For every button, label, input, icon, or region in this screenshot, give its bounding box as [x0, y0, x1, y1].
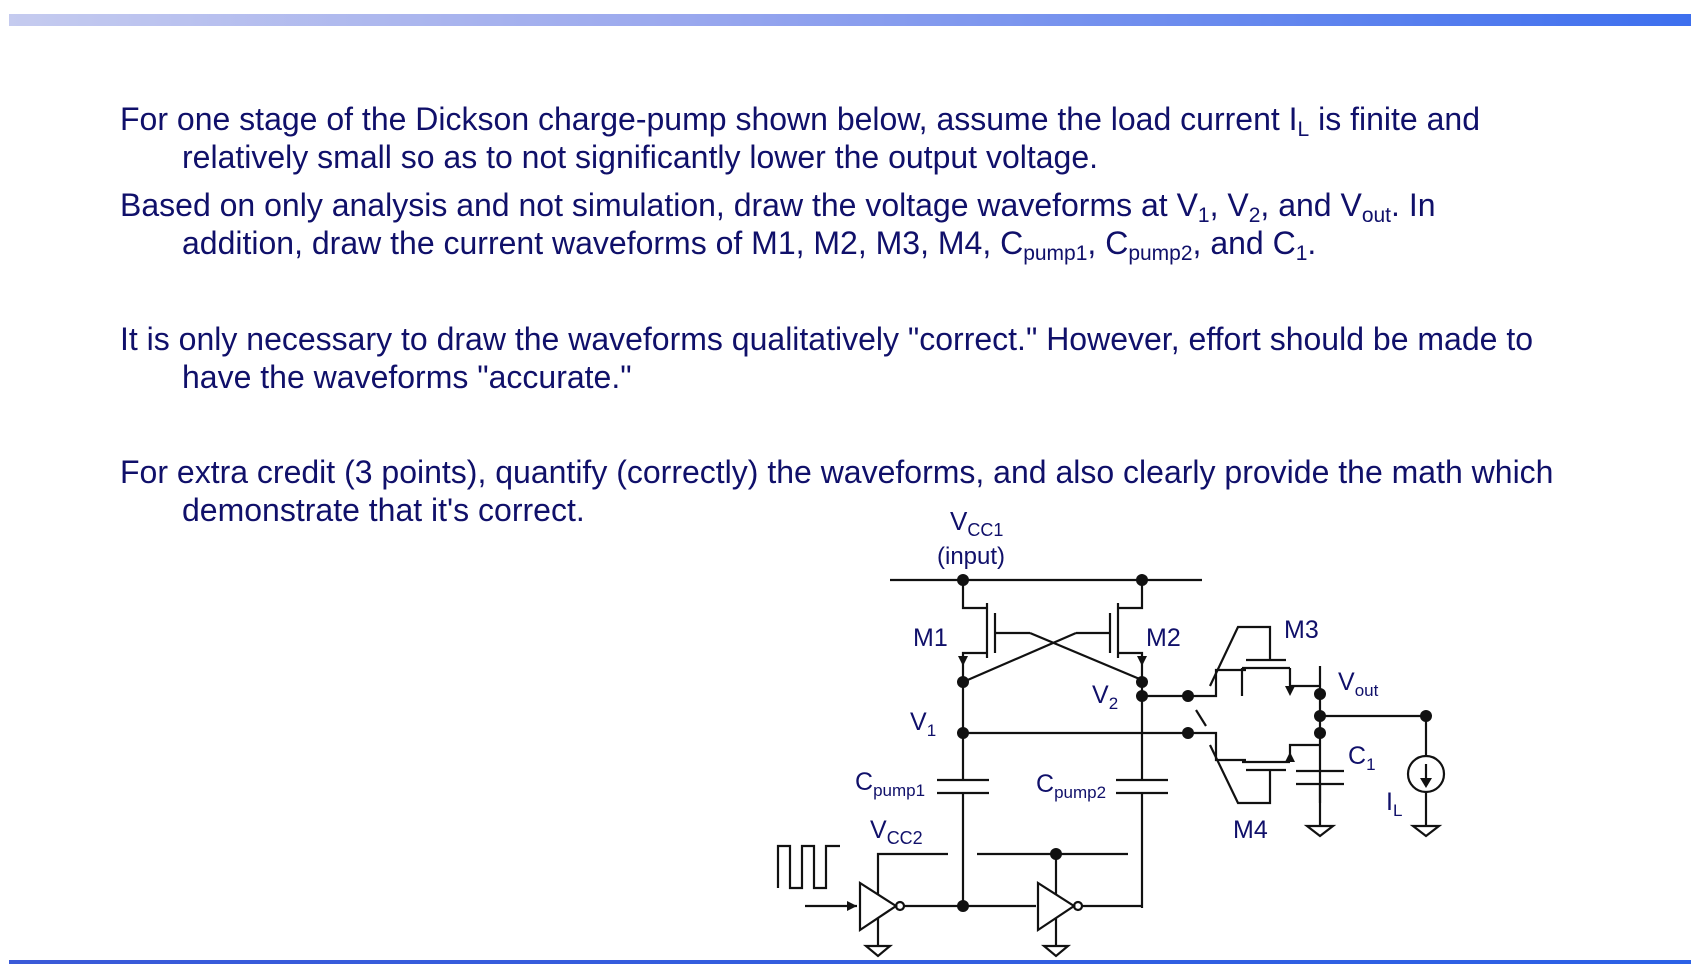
vout-label: Vout: [1338, 668, 1379, 700]
m2-drain-wire: [1118, 580, 1144, 610]
paragraph-problem-statement: For one stage of the Dickson charge-pump…: [120, 100, 1600, 176]
junction-dot: [1420, 710, 1432, 722]
v2-label: V2: [1092, 681, 1118, 713]
junction-dot: [1182, 690, 1194, 702]
clock-waveform-icon: [776, 844, 840, 890]
ground-symbol: [1040, 944, 1072, 958]
cross-wire-b: [962, 631, 1077, 684]
inverter-1-supply: [876, 852, 948, 895]
junction-dot: [1136, 676, 1148, 688]
junction-dot: [1136, 574, 1148, 586]
junction-dot: [957, 900, 969, 912]
paragraph-line: For extra credit (3 points), quantify (c…: [120, 454, 1554, 490]
paragraph-line: demonstrate that it's correct.: [182, 492, 585, 528]
m2-label: M2: [1146, 624, 1181, 652]
junction-dot: [957, 574, 969, 586]
paragraph-extra-credit: For extra credit (3 points), quantify (c…: [120, 453, 1600, 529]
paragraph-task: Based on only analysis and not simulatio…: [120, 186, 1600, 265]
vcc1-label: VCC1: [950, 506, 1003, 540]
vcc1-note-label: (input): [937, 543, 1005, 570]
ground-symbol: [1409, 824, 1443, 838]
m4-gate-wire: [1188, 731, 1246, 762]
top-accent-bar: [9, 14, 1691, 26]
paragraph-qualitative-note: It is only necessary to draw the wavefor…: [120, 320, 1600, 396]
junction-dot: [1136, 690, 1148, 702]
paragraph-line: addition, draw the current waveforms of …: [182, 225, 1317, 265]
cpump1-label: Cpump1: [855, 768, 925, 800]
bottom-accent-bar: [9, 960, 1691, 964]
m3-bias-lead: [1209, 625, 1272, 687]
junction-dot: [1050, 848, 1062, 860]
clock-input-arrow: [847, 901, 857, 911]
m1-source-wire: [961, 651, 987, 682]
m4-bias-lead: [1209, 744, 1272, 805]
m1-drain-wire: [961, 580, 987, 610]
paragraph-line: For one stage of the Dickson charge-pump…: [120, 101, 1480, 141]
ground-symbol: [862, 944, 894, 958]
c1-label: C1: [1348, 742, 1376, 774]
junction-dot: [1314, 688, 1326, 700]
paragraph-line: Based on only analysis and not simulatio…: [120, 187, 1436, 227]
m3-gate-wire: [1188, 668, 1246, 698]
m4-label: M4: [1233, 816, 1268, 844]
junction-dot: [1314, 710, 1326, 722]
v1-v2-crossover: [1195, 709, 1207, 727]
paragraph-line: It is only necessary to draw the wavefor…: [120, 321, 1533, 357]
vcc2-label: VCC2: [870, 816, 923, 848]
paragraph-line: have the waveforms "accurate.": [182, 359, 632, 395]
m3-label: M3: [1284, 616, 1319, 644]
cpump2-label: Cpump2: [1036, 770, 1106, 802]
junction-dot: [957, 676, 969, 688]
il-label: IL: [1386, 788, 1402, 820]
current-source-arrowhead: [1420, 778, 1432, 788]
cross-wire-a: [1029, 631, 1143, 682]
m1-label: M1: [913, 624, 948, 652]
v1-label: V1: [910, 708, 936, 740]
m3-drain: [1288, 668, 1320, 688]
junction-dot: [957, 727, 969, 739]
m4-drain: [1288, 743, 1320, 762]
m4-arrow: [1285, 752, 1295, 762]
paragraph-line: relatively small so as to not significan…: [182, 139, 1099, 175]
m2-arrow: [1137, 656, 1147, 666]
m3-arrow: [1285, 686, 1295, 696]
ground-symbol: [1303, 824, 1337, 838]
junction-dot: [1182, 727, 1194, 739]
m2-source-wire: [1118, 651, 1144, 682]
junction-dot: [1314, 727, 1326, 739]
m1-arrow: [958, 656, 968, 666]
